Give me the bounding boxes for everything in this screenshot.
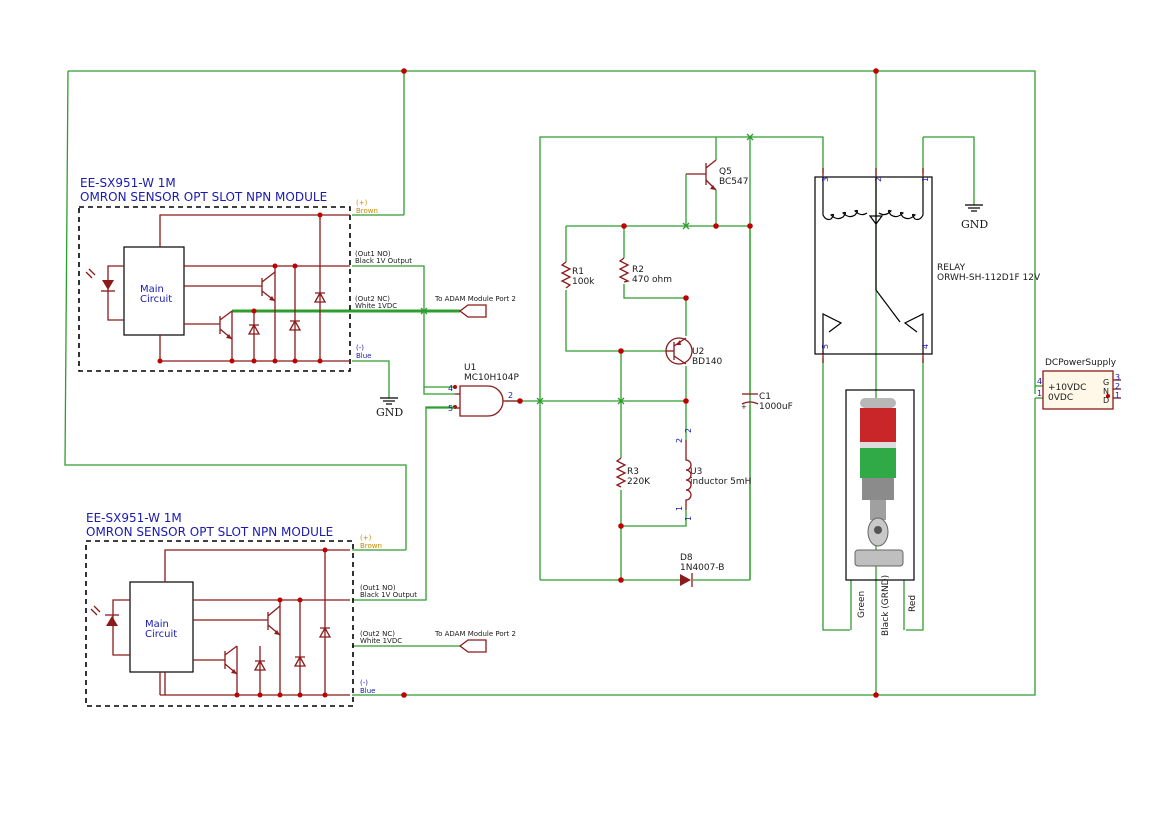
gnd-label-1: GND xyxy=(376,406,403,419)
d8-ref: D8 xyxy=(680,553,693,563)
sensor-top-brown: Brown xyxy=(356,207,378,215)
sensor-bottom-circuit-label: Circuit xyxy=(145,629,177,640)
capacitor-c1 xyxy=(741,393,759,405)
r3-ref: R3 xyxy=(627,467,639,477)
sensor-top-blue: Blue xyxy=(356,352,372,360)
wire-red-label: Red xyxy=(908,595,918,612)
dc-supply-line1: +10VDC xyxy=(1048,383,1086,393)
sensor-module-bottom xyxy=(85,540,487,707)
u3-value: inductor 5mH xyxy=(690,477,751,487)
r2-ref: R2 xyxy=(632,265,644,275)
wires xyxy=(64,70,1043,696)
sensor-top-subtitle: OMRON SENSOR OPT SLOT NPN MODULE xyxy=(80,190,327,204)
dc-pin-1: 1 xyxy=(1037,389,1042,398)
u1-pin-5: 5 xyxy=(448,404,453,413)
sensor-bottom-adam: To ADAM Module Port 2 xyxy=(434,630,516,638)
inductor-u3 xyxy=(685,440,692,510)
dc-letter-d: D xyxy=(1103,396,1109,405)
u1-value: MC10H104P xyxy=(464,373,519,383)
sensor-module-top xyxy=(78,206,487,372)
r1-value: 100k xyxy=(572,277,595,287)
u2-value: BD140 xyxy=(692,357,723,367)
u2-ref: U2 xyxy=(692,347,704,357)
relay-pin-4: 4 xyxy=(921,344,930,349)
sensor-bottom-title: EE-SX951-W 1M xyxy=(86,511,182,525)
r1-ref: R1 xyxy=(572,267,584,277)
wire-crossings xyxy=(420,133,754,405)
wire-black-label: Black (GRND) xyxy=(881,575,891,636)
sensor-top-main-label: Main xyxy=(140,284,164,295)
sensor-bottom-out2: (Out2 NC) xyxy=(360,630,395,638)
c1-polarity: + xyxy=(741,403,747,411)
resistor-r3 xyxy=(615,457,627,488)
dc-pin-r3: 3 xyxy=(1115,373,1120,382)
u1-ref: U1 xyxy=(464,363,476,373)
u1-pin-2: 2 xyxy=(508,391,513,400)
q5-value: BC547 xyxy=(719,177,748,187)
u3-pin-b: 2 xyxy=(684,428,693,433)
dc-supply-line2: 0VDC xyxy=(1048,393,1073,403)
relay-pin-5: 5 xyxy=(821,344,830,349)
sensor-top-title: EE-SX951-W 1M xyxy=(80,176,176,190)
resistor-r2 xyxy=(618,257,630,283)
sensor-bottom-main-label: Main xyxy=(145,619,169,630)
sensor-top-out1: (Out1 NO) xyxy=(355,250,391,258)
sensor-top-out2: (Out2 NC) xyxy=(355,295,390,303)
sensor-bottom-out1: (Out1 NO) xyxy=(360,584,396,592)
gnd-symbol-relay xyxy=(965,204,983,212)
sensor-bottom-subtitle: OMRON SENSOR OPT SLOT NPN MODULE xyxy=(86,525,333,539)
sensor-bottom-minus: (-) xyxy=(360,679,368,687)
q5-ref: Q5 xyxy=(719,167,732,177)
sensor-top-plus: (+) xyxy=(356,199,368,207)
relay-pin-3: 3 xyxy=(821,177,830,182)
u3-pin-c: 1 xyxy=(675,506,684,511)
relay-pin-1: 1 xyxy=(921,177,930,182)
u1-pin-4: 4 xyxy=(448,384,453,393)
relay-pin-2: 2 xyxy=(874,177,883,182)
d8-value: 1N4007-B xyxy=(680,563,724,573)
relay xyxy=(814,168,933,363)
sensor-bottom-blue: Blue xyxy=(360,687,376,695)
u3-pin-a: 2 xyxy=(675,438,684,443)
r2-value: 470 ohm xyxy=(632,275,672,285)
c1-value: 1000uF xyxy=(759,402,793,412)
stack-light xyxy=(845,389,915,581)
wire-green-label: Green xyxy=(857,591,867,618)
dc-pin-r2: 2 xyxy=(1115,382,1120,391)
resistor-r1 xyxy=(560,261,572,289)
dc-letter-g: G xyxy=(1103,378,1109,387)
sensor-top-circuit-label: Circuit xyxy=(140,294,172,305)
dc-power-supply xyxy=(1042,370,1121,410)
sensor-top-minus: (-) xyxy=(356,344,364,352)
gnd-symbol-sensor xyxy=(380,397,398,405)
diode-d8 xyxy=(680,573,693,587)
sensor-top-out1-desc: Black 1V Output xyxy=(355,257,412,265)
c1-ref: C1 xyxy=(759,392,771,402)
u3-pin-d: 1 xyxy=(684,516,693,521)
transistor-u2 xyxy=(665,337,693,365)
u3-ref: U3 xyxy=(690,467,702,477)
dc-supply-ref: DCPowerSupply xyxy=(1045,358,1117,368)
junction-dots xyxy=(401,68,879,698)
sensor-bottom-plus: (+) xyxy=(360,534,372,542)
r3-value: 220K xyxy=(627,477,651,487)
relay-ref: RELAY xyxy=(937,263,966,273)
and-gate-u1 xyxy=(423,385,520,417)
sensor-bottom-out1-desc: Black 1V Output xyxy=(360,591,417,599)
dc-letter-n: N xyxy=(1103,387,1109,396)
transistor-q5 xyxy=(686,159,717,191)
sensor-top-adam: To ADAM Module Port 2 xyxy=(434,295,516,303)
relay-value: ORWH-SH-112D1F 12V xyxy=(937,273,1041,283)
sensor-bottom-brown: Brown xyxy=(360,542,382,550)
gnd-label-2: GND xyxy=(961,218,988,231)
dc-pin-4: 4 xyxy=(1037,377,1042,386)
sensor-bottom-out2-desc: White 1VDC xyxy=(360,637,402,645)
sensor-top-out2-desc: White 1VDC xyxy=(355,302,397,310)
dc-pin-r1: 1 xyxy=(1115,391,1120,400)
